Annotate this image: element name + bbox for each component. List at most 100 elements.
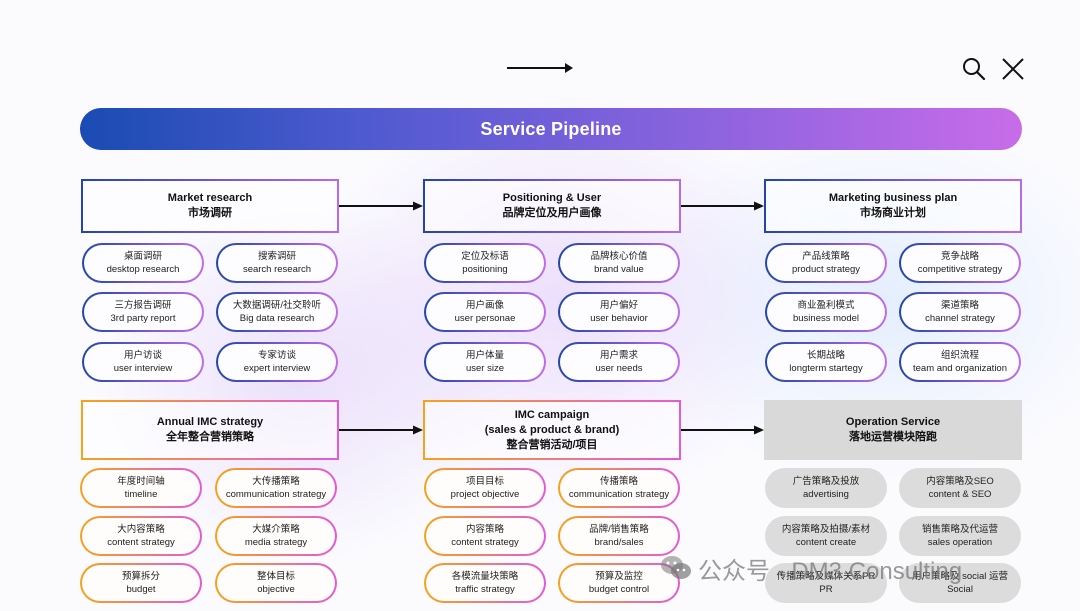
item-cn: 专家访谈 (257, 350, 296, 361)
stage-title-en2: (sales & product & brand) (484, 423, 620, 436)
service-item-budget-control: 预算及监控 budget control (558, 563, 680, 603)
item-en: Social (947, 584, 973, 595)
service-item-user-behavior: 用户偏好 user behavior (558, 292, 680, 332)
item-cn: 竞争战略 (940, 251, 979, 262)
service-item-longterm-strategy: 长期战略 longterm startegy (765, 342, 887, 382)
item-en: user needs (595, 363, 643, 374)
item-en: channel strategy (925, 313, 995, 324)
item-en: budget control (588, 584, 650, 595)
watermark-text: 公众号 · DM3 Consulting (698, 557, 963, 585)
stage-marketing-business-plan: Marketing business plan 市场商业计划 (764, 179, 1022, 233)
item-en: user behavior (590, 313, 648, 324)
service-item-brand-value: 品牌核心价值 brand value (558, 243, 680, 283)
item-en: timeline (124, 489, 158, 500)
item-cn: 搜索调研 (257, 251, 296, 262)
item-en: content strategy (107, 537, 175, 548)
item-en: communication strategy (568, 489, 670, 500)
item-cn: 各模流量块策略 (451, 571, 519, 582)
item-cn: 大内容策略 (117, 524, 165, 535)
item-cn: 用户偏好 (599, 300, 638, 311)
item-en: product strategy (791, 264, 861, 275)
service-item-big-data-research: 大数据调研/社交聆听 Big data research (216, 292, 338, 332)
stage-title-en: Marketing business plan (828, 192, 958, 204)
service-item-3rd-party-report: 三方报告调研 3rd party report (82, 292, 204, 332)
search-icon[interactable] (961, 56, 987, 82)
item-cn: 销售策略及代运营 (921, 524, 998, 535)
service-item-project-objective: 项目目标 project objective (424, 468, 546, 508)
stage-market-research: Market research 市场调研 (81, 179, 339, 233)
close-icon[interactable] (1000, 56, 1026, 82)
item-cn: 预算及监控 (595, 571, 643, 582)
item-cn: 组织流程 (940, 350, 979, 361)
item-cn: 年度时间轴 (117, 476, 165, 487)
flow-arrow-icon (339, 425, 423, 435)
item-cn: 用户体量 (465, 350, 504, 361)
item-cn: 大传播策略 (252, 476, 300, 487)
item-en: positioning (462, 264, 508, 275)
item-en: advertising (803, 489, 849, 500)
service-item-campaign-communication-strategy: 传播策略 communication strategy (558, 468, 680, 508)
service-item-positioning: 定位及标语 positioning (424, 243, 546, 283)
item-cn: 渠道策略 (940, 300, 979, 311)
item-en: user size (465, 363, 504, 374)
service-item-campaign-content-strategy: 内容策略 content strategy (424, 516, 546, 556)
item-cn: 产品线策略 (802, 251, 850, 262)
item-cn: 传播策略及媒体关系PR (776, 571, 876, 582)
item-cn: 定位及标语 (461, 251, 509, 262)
service-item-communication-strategy: 大传播策略 communication strategy (215, 468, 337, 508)
flow-arrow-icon (681, 201, 764, 211)
stage-imc-campaign: IMC campaign (sales & product & brand) 整… (423, 400, 681, 460)
stage-annual-imc-strategy: Annual IMC strategy 全年整合营销策略 (81, 400, 339, 460)
item-cn: 用户需求 (599, 350, 638, 361)
item-cn: 用户策略及 social 运营 (911, 571, 1009, 582)
service-pipeline-banner: Service Pipeline (80, 108, 1022, 150)
service-item-expert-interview: 专家访谈 expert interview (216, 342, 338, 382)
arrow-right-icon[interactable] (507, 60, 573, 76)
item-en: longterm startegy (789, 363, 863, 374)
service-item-user-personae: 用户画像 user personae (424, 292, 546, 332)
stage-title-en: Market research (167, 192, 253, 204)
item-cn: 用户访谈 (123, 350, 162, 361)
stage-title-cn: 品牌定位及用户画像 (502, 207, 602, 219)
stage-title-cn: 落地运营模块陪跑 (849, 431, 937, 443)
item-cn: 广告策略及投放 (792, 476, 860, 487)
item-cn: 三方报告调研 (114, 300, 172, 311)
item-cn: 桌面调研 (123, 251, 162, 262)
item-cn: 商业盈利模式 (797, 300, 855, 311)
service-item-search-research: 搜索调研 search research (216, 243, 338, 283)
stage-title-en: IMC campaign (514, 408, 590, 421)
item-cn: 品牌/销售策略 (589, 524, 649, 535)
item-en: sales operation (927, 537, 993, 548)
flow-arrow-icon (339, 201, 423, 211)
item-cn: 内容策略及SEO (926, 476, 994, 487)
service-item-objective: 整体目标 objective (215, 563, 337, 603)
wechat-icon (661, 556, 691, 579)
item-en: competitive strategy (917, 264, 1003, 275)
dashed-divider (80, 169, 1022, 172)
service-item-competitive-strategy: 竞争战略 competitive strategy (899, 243, 1021, 283)
service-item-product-strategy: 产品线策略 product strategy (765, 243, 887, 283)
item-en: business model (792, 313, 859, 324)
service-item-media-strategy: 大媒介策略 media strategy (215, 516, 337, 556)
service-item-pr: 传播策略及媒体关系PR PR (765, 563, 887, 603)
item-en: communication strategy (225, 489, 327, 500)
service-item-desktop-research: 桌面调研 desktop research (82, 243, 204, 283)
item-en: user personae (454, 313, 516, 324)
service-item-channel-strategy: 渠道策略 channel strategy (899, 292, 1021, 332)
item-en: brand/sales (594, 537, 644, 548)
item-en: desktop research (106, 264, 180, 275)
banner-title: Service Pipeline (480, 118, 622, 139)
item-en: content create (795, 537, 857, 548)
service-item-user-size: 用户体量 user size (424, 342, 546, 382)
service-item-content-strategy: 大内容策略 content strategy (80, 516, 202, 556)
stage-positioning-user: Positioning & User 品牌定位及用户画像 (423, 179, 681, 233)
item-en: objective (257, 584, 295, 595)
item-en: PR (819, 584, 833, 595)
stage-operation-service: Operation Service 落地运营模块陪跑 (764, 400, 1022, 460)
stage-title-cn: 全年整合营销策略 (166, 431, 254, 443)
service-item-sales-operation: 销售策略及代运营 sales operation (899, 516, 1021, 556)
item-en: content & SEO (928, 489, 992, 500)
item-cn: 用户画像 (465, 300, 504, 311)
item-en: search research (242, 264, 312, 275)
item-en: user interview (113, 363, 173, 374)
